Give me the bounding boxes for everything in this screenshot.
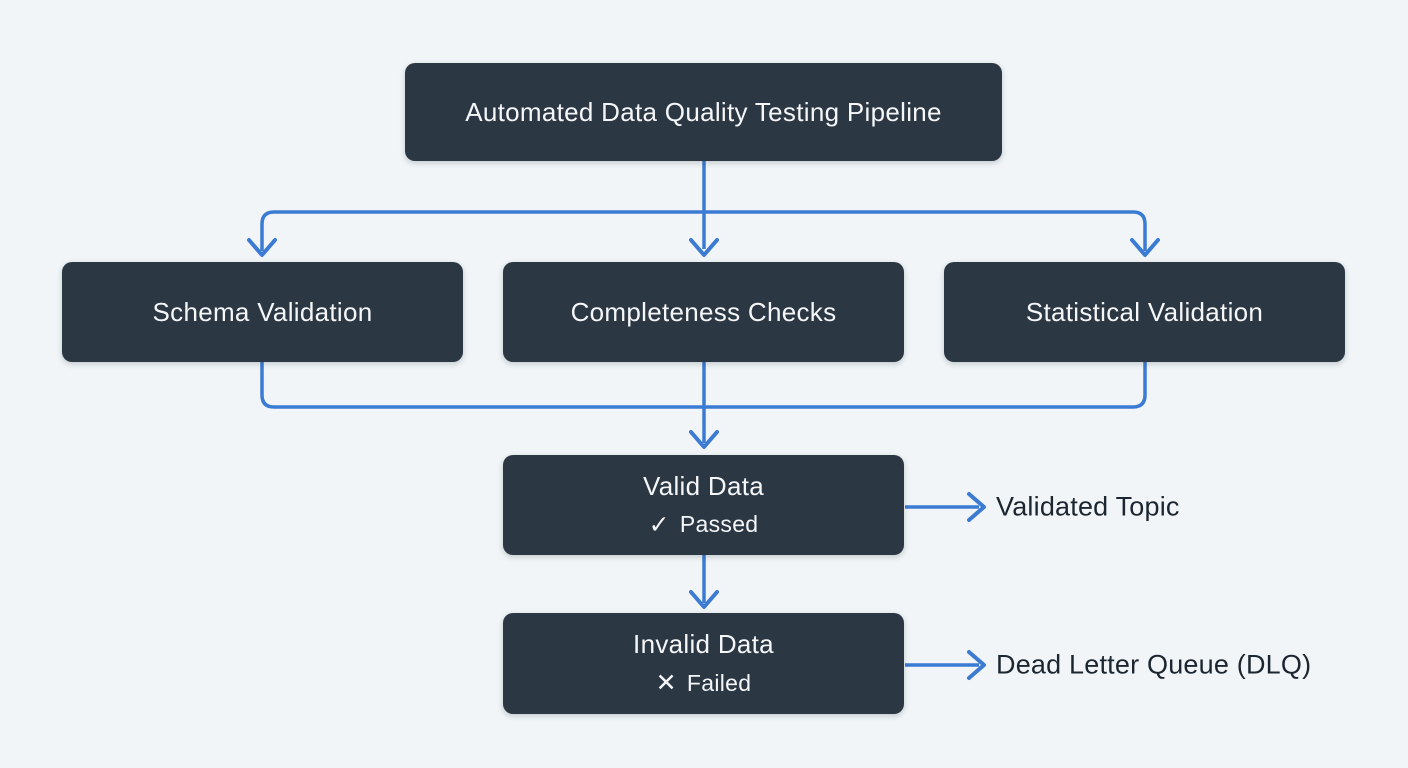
node-valid-data: Valid Data ✓ Passed xyxy=(503,455,904,555)
edge-branch-rail xyxy=(260,210,1147,251)
label-validated-topic: Validated Topic xyxy=(996,491,1180,522)
node-statistical-validation-label: Statistical Validation xyxy=(1025,296,1264,327)
arrowhead-down-completeness xyxy=(689,238,719,257)
invalid-status-line: ✕ Failed xyxy=(656,668,752,698)
arrowhead-right-topic xyxy=(967,492,986,522)
invalid-status-label: Failed xyxy=(686,669,752,696)
valid-status-label: Passed xyxy=(679,511,759,537)
valid-status-line: ✓ Passed xyxy=(649,510,759,540)
label-dead-letter-queue: Dead Letter Queue (DLQ) xyxy=(996,649,1312,680)
arrowhead-down-schema xyxy=(247,238,277,257)
node-completeness-checks: Completeness Checks xyxy=(503,262,904,362)
arrowhead-right-dlq xyxy=(967,650,986,680)
cross-icon: ✕ xyxy=(655,669,677,697)
arrowhead-down-statistical xyxy=(1130,238,1160,257)
checkmark-icon: ✓ xyxy=(648,510,670,539)
node-statistical-validation: Statistical Validation xyxy=(944,262,1345,362)
node-invalid-data: Invalid Data ✕ Failed xyxy=(503,613,904,714)
node-pipeline-title-label: Automated Data Quality Testing Pipeline xyxy=(465,96,942,127)
node-invalid-data-label: Invalid Data xyxy=(633,629,774,659)
node-schema-validation: Schema Validation xyxy=(62,262,463,362)
arrowhead-down-invalid xyxy=(689,590,719,609)
arrowhead-down-valid xyxy=(689,430,719,449)
node-schema-validation-label: Schema Validation xyxy=(152,296,373,327)
node-pipeline-title: Automated Data Quality Testing Pipeline xyxy=(405,63,1002,161)
node-valid-data-label: Valid Data xyxy=(642,470,765,501)
node-completeness-checks-label: Completeness Checks xyxy=(570,296,837,327)
